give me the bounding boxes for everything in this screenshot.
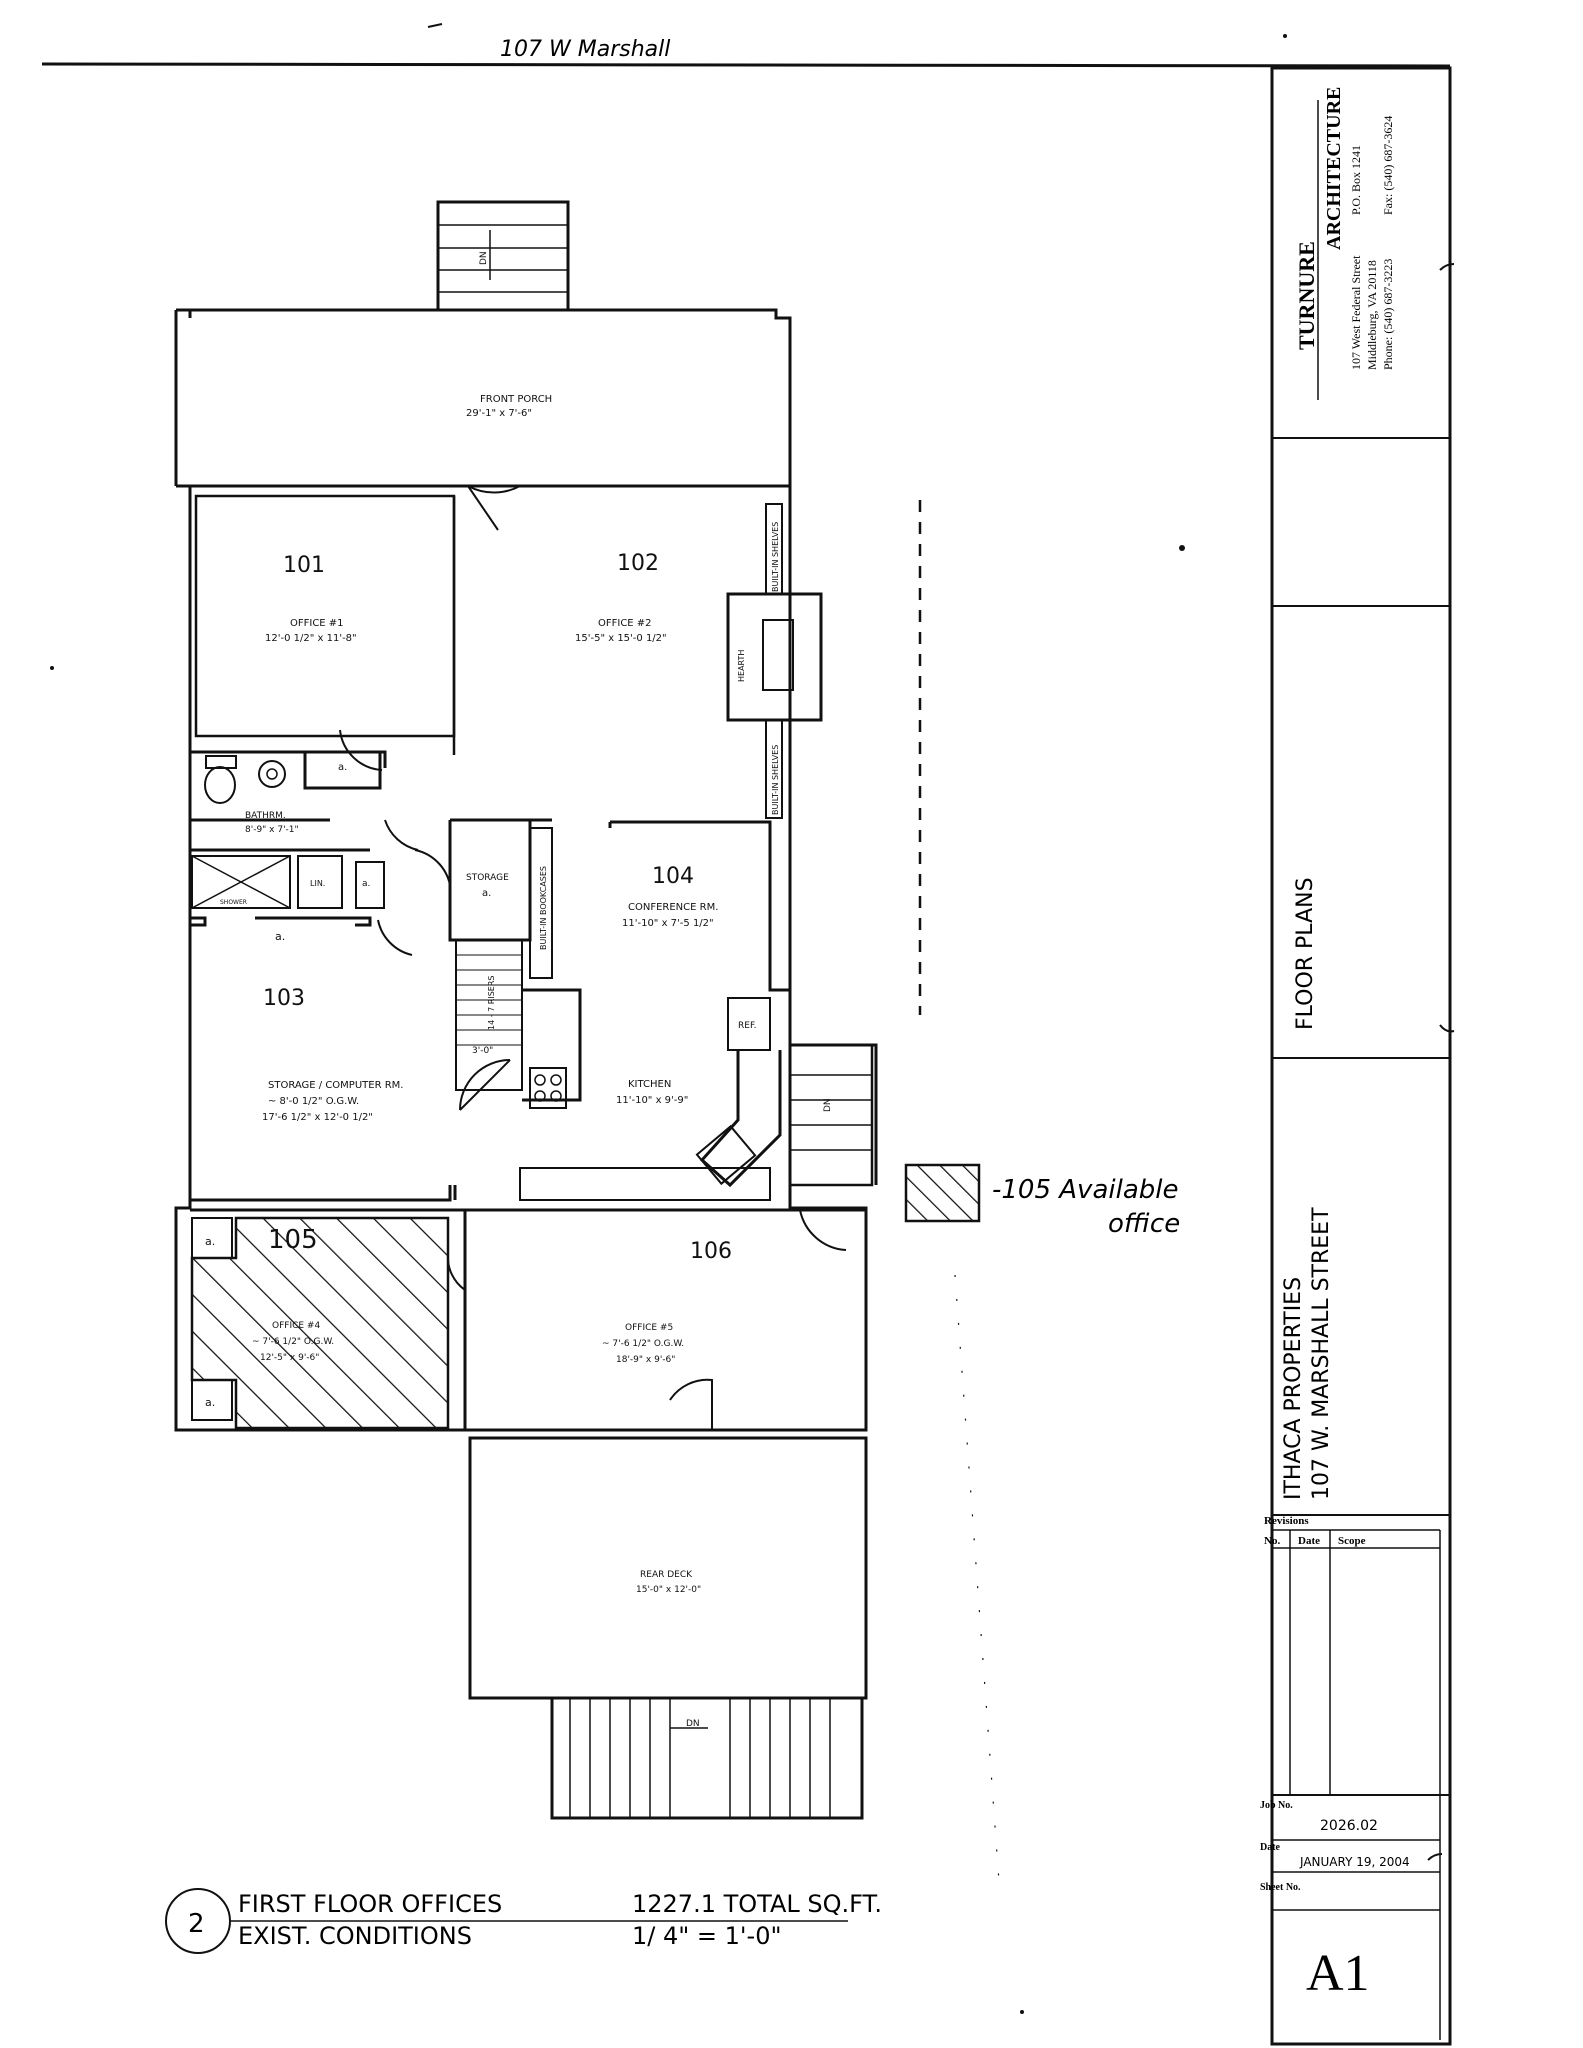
closet-a-105-bottom: a. [205,1396,215,1409]
closet-a-bath: a. [338,762,347,773]
office-105-hatched-area [190,1216,450,1430]
hearth-label: HEARTH [737,650,746,682]
drawing-scale: 1/ 4" = 1'-0" [632,1922,782,1950]
header-handwritten-note: 107 W Marshall [500,37,670,62]
room-103-name: STORAGE / COMPUTER RM. [268,1080,403,1091]
stair-width: 3'-0" [472,1046,493,1056]
front-steps-dn: DN [479,251,489,265]
room-101-number: 101 [283,553,325,578]
room-106-dims: 18'-9" x 9'-6" [616,1355,675,1365]
job-no-label: Job No. [1260,1800,1293,1811]
sheet-no-label: Sheet No. [1260,1882,1301,1893]
sheet-top-border [41,62,1451,68]
room-105-name: OFFICE #4 [272,1321,320,1331]
room-106-dims-note: ~ 7'-6 1/2" O.G.W. [602,1339,684,1349]
bookcases-label: BUILT-IN BOOKCASES [539,866,548,950]
legend-text-line1: -105 Available [992,1175,1178,1205]
firm-address: 107 West Federal Street [1349,255,1363,370]
date-label: Date [1260,1842,1281,1853]
room-102-name: OFFICE #2 [598,618,652,629]
front-porch-dims: 29'-1" x 7'-6" [466,408,532,419]
legend-hatch-swatch [904,1163,981,1223]
firm-po-box: P.O. Box 1241 [1349,145,1363,215]
linen-label: LIN. [310,879,325,888]
revisions-col-scope: Scope [1338,1535,1366,1547]
room-104-dims: 11'-10" x 7'-5 1/2" [622,918,714,929]
shelves-lower-label: BUILT-IN SHELVES [771,745,780,815]
rear-deck-dims: 15'-0" x 12'-0" [636,1585,701,1595]
side-steps-dn: DN [823,1098,833,1112]
room-103-dims: 17'-6 1/2" x 12'-0 1/2" [262,1112,373,1123]
drawing-title-line1: FIRST FLOOR OFFICES [238,1890,502,1918]
sheet-no-value: A1 [1306,1945,1370,2002]
room-105-dims: 12'-5" x 9'-6" [260,1353,319,1363]
stair-risers-label: 14 - 7 RISERS [487,976,496,1030]
bathroom-dims: 8'-9" x 7'-1" [245,825,299,835]
building-walls [174,200,878,1820]
kitchen-dims: 11'-10" x 9'-9" [616,1095,688,1106]
closet-a-105-top: a. [205,1235,215,1248]
drawing-number: 2 [188,1909,205,1939]
closet-a-103: a. [275,930,285,943]
project-name: ITHACA PROPERTIES [1281,1277,1306,1500]
rear-deck-name: REAR DECK [640,1570,693,1580]
storage-closet: a. [482,888,491,899]
room-101-dims: 12'-0 1/2" x 11'-8" [265,633,357,644]
closet-a-lin: a. [362,879,370,889]
total-sq-ft: 1227.1 TOTAL SQ.FT. [632,1890,882,1918]
room-106-number: 106 [690,1239,732,1264]
room-103-number: 103 [263,986,305,1011]
storage-name: STORAGE [466,873,509,883]
room-101-name: OFFICE #1 [290,618,344,629]
room-102-number: 102 [617,551,659,576]
firm-phone: Phone: (540) 687-3223 [1381,259,1395,370]
room-106-name: OFFICE #5 [625,1323,673,1333]
refrigerator-label: REF. [738,1021,757,1031]
room-102-dims: 15'-5" x 15'-0 1/2" [575,633,667,644]
front-porch-name: FRONT PORCH [480,394,552,405]
room-104-name: CONFERENCE RM. [628,902,718,913]
firm-fax: Fax: (540) 687-3624 [1381,116,1395,215]
drawing-title: 2 FIRST FLOOR OFFICES EXIST. CONDITIONS … [165,1888,882,1954]
job-no-value: 2026.02 [1320,1818,1378,1834]
revisions-col-no: No. [1264,1535,1280,1547]
legend-text-line2: office [1108,1209,1180,1239]
shelves-upper-label: BUILT-IN SHELVES [771,522,780,592]
revisions-col-date: Date [1298,1535,1320,1547]
room-105-number: 105 [268,1225,318,1255]
firm-name-line1: TURNURE [1294,241,1319,350]
room-105-dims-note: ~ 7'-6 1/2" O.G.W. [252,1337,334,1347]
project-address: 107 W. MARSHALL STREET [1309,1207,1334,1500]
kitchen-name: KITCHEN [628,1079,671,1090]
bathroom-name: BATHRM. [245,811,286,821]
date-value: JANUARY 19, 2004 [1299,1855,1410,1869]
revisions-heading: Revisions [1264,1515,1309,1527]
title-block [1270,66,1455,2046]
sheet-title: FLOOR PLANS [1293,877,1318,1030]
firm-block: TURNURE ARCHITECTURE 107 West Federal St… [1294,87,1395,400]
room-104-number: 104 [652,864,694,889]
rear-steps-dn: DN [686,1719,700,1729]
shower-label: SHOWER [220,899,247,906]
firm-city: Middleburg, VA 20118 [1365,260,1379,370]
drawing-title-line2: EXIST. CONDITIONS [238,1922,472,1950]
firm-name-line2: ARCHITECTURE [1323,87,1345,250]
room-103-dims-note: ~ 8'-0 1/2" O.G.W. [268,1096,359,1107]
